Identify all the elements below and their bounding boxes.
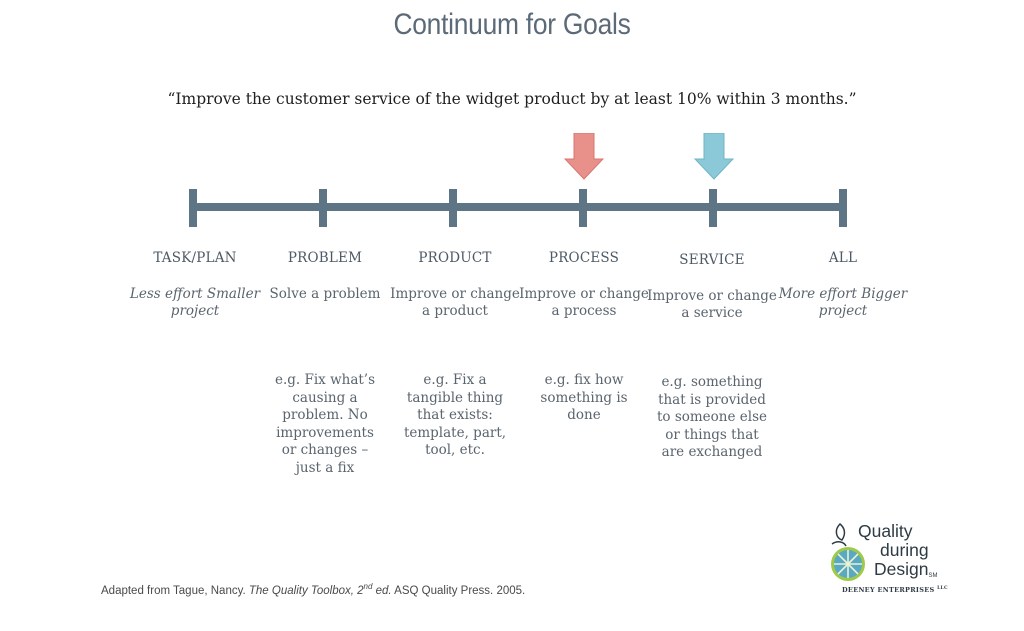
column-description: Improve or change a service <box>647 287 777 322</box>
column-service: SERVICE Improve or change a service e.g.… <box>642 252 782 460</box>
citation-book-title: The Quality Toolbox, 2 <box>248 584 364 597</box>
logo-wordmark: Quality during DesignSM <box>858 522 968 586</box>
column-product: PRODUCT Improve or change a product e.g.… <box>385 250 525 458</box>
goal-quote: “Improve the customer service of the wid… <box>167 90 857 108</box>
column-description: Less effort Smaller project <box>129 285 261 320</box>
column-description: Improve or change a process <box>519 285 649 320</box>
process-arrow-icon <box>564 133 604 180</box>
citation-suffix: ASQ Quality Press. 2005. <box>391 584 526 597</box>
column-example: e.g. fix how something is done <box>540 372 628 423</box>
citation-edition: ed. <box>372 584 392 597</box>
column-all: ALL More effort Bigger project <box>773 250 913 321</box>
axis-tick <box>579 189 587 227</box>
service-arrow-icon <box>694 133 734 180</box>
axis-tick <box>189 189 197 227</box>
citation-prefix: Adapted from Tague, Nancy. <box>101 584 249 597</box>
logo-subtitle-mark: LLC <box>937 586 948 591</box>
citation-sup: nd <box>363 582 373 591</box>
column-description: Solve a problem <box>269 285 381 302</box>
page-title: Continuum for Goals <box>393 8 631 41</box>
column-problem: PROBLEM Solve a problem e.g. Fix what’s … <box>255 250 395 476</box>
column-example: e.g. something that is provided to someo… <box>656 374 768 460</box>
column-description: More effort Bigger project <box>778 285 908 320</box>
logo-service-mark: SM <box>928 573 938 579</box>
column-task-plan: TASK/PLAN Less effort Smaller project <box>125 250 265 321</box>
logo-line: Quality <box>858 521 913 541</box>
axis-tick <box>839 189 847 227</box>
citation-footer: Adapted from Tague, Nancy. The Quality T… <box>101 582 525 597</box>
column-example: e.g. Fix what’s causing a problem. No im… <box>274 372 376 476</box>
column-label: PRODUCT <box>418 250 492 266</box>
column-label: PROBLEM <box>287 250 363 266</box>
column-label: PROCESS <box>548 250 620 266</box>
column-label: SERVICE <box>679 252 745 268</box>
axis-tick <box>709 189 717 227</box>
citation-book: The Quality Toolbox, 2nd ed. <box>248 582 392 597</box>
axis-tick <box>449 189 457 227</box>
logo-line: Design <box>874 559 929 579</box>
axis-line <box>193 203 845 211</box>
axis-tick <box>319 189 327 227</box>
lemon-slice-icon <box>831 522 865 581</box>
logo-subtitle-text: DEENEY ENTERPRISES <box>842 586 935 594</box>
column-process: PROCESS Improve or change a process e.g.… <box>514 250 654 423</box>
column-example: e.g. Fix a tangible thing that exists: t… <box>403 372 507 458</box>
column-label: TASK/PLAN <box>153 250 237 266</box>
logo-subtitle: DEENEY ENTERPRISES LLC <box>842 586 948 594</box>
column-description: Improve or change a product <box>390 285 520 320</box>
logo-line: during <box>880 540 929 560</box>
quality-during-design-logo: Quality during DesignSM DEENEY ENTERPRIS… <box>830 522 960 602</box>
continuum-axis <box>189 189 849 227</box>
column-label: ALL <box>828 250 858 266</box>
